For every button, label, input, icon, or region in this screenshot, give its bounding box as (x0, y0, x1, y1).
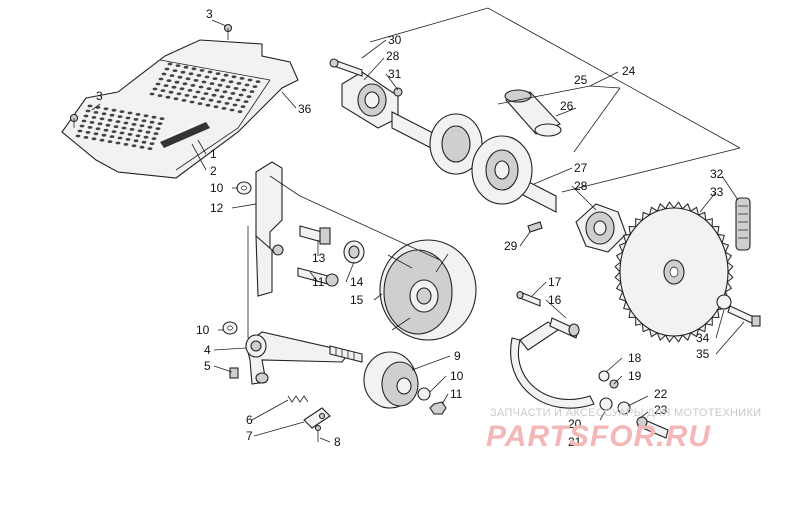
callout-20: 20 (568, 417, 582, 431)
callout-28b: 28 (574, 179, 588, 193)
callout-9: 9 (454, 349, 461, 363)
callout-22: 22 (654, 387, 668, 401)
screw (69, 23, 233, 128)
callout-7: 7 (246, 429, 253, 443)
callout-2: 2 (210, 164, 217, 178)
callout-8: 8 (334, 435, 341, 449)
callout-4: 4 (204, 343, 211, 357)
callout-18: 18 (628, 351, 642, 365)
sprocket (614, 201, 734, 343)
callout-10a: 10 (210, 181, 224, 195)
callout-24: 24 (622, 64, 636, 78)
brake-drum (379, 239, 477, 341)
callout-27: 27 (574, 161, 588, 175)
guard-plate (61, 39, 299, 179)
bearing-flange-right (575, 203, 627, 253)
spring (287, 395, 309, 403)
callout-10b: 10 (196, 323, 210, 337)
callout-17: 17 (548, 275, 562, 289)
callout-29: 29 (504, 239, 518, 253)
washer (417, 387, 431, 401)
callout-13: 13 (312, 251, 326, 265)
pin (314, 424, 322, 442)
callout-11b: 11 (450, 387, 463, 401)
callout-34: 34 (696, 331, 710, 345)
washer (598, 370, 631, 415)
callout-1: 1 (210, 147, 217, 161)
callout-30: 30 (388, 33, 402, 47)
latch-plate (303, 407, 331, 429)
callout-15: 15 (350, 293, 364, 307)
brake-band (510, 317, 595, 409)
screw (229, 367, 239, 379)
callout-36: 36 (298, 102, 312, 116)
callout-31: 31 (388, 67, 402, 81)
sleeve (504, 89, 562, 137)
callout-10c: 10 (450, 369, 464, 383)
washer (716, 294, 732, 310)
bolt (636, 416, 669, 439)
callout-5: 5 (204, 359, 211, 373)
callout-33: 33 (710, 185, 724, 199)
key (527, 221, 543, 233)
pin (516, 290, 541, 307)
bearing-flange-left (341, 71, 399, 129)
watermark-caption: ЗАПЧАСТИ И АКСЕССУАРЫ ДЛЯ МОТОТЕХНИКИ (490, 407, 761, 419)
callout-19: 19 (628, 369, 642, 383)
callout-23: 23 (654, 403, 668, 417)
nut (393, 87, 403, 97)
callout-labels: 3 3 36 1 2 10 12 13 11 14 15 10 4 5 6 7 … (96, 7, 724, 449)
idler-pulley (363, 351, 419, 409)
callout-25: 25 (574, 73, 588, 87)
bracket (247, 161, 301, 339)
shaft (391, 111, 557, 213)
spacer (343, 240, 365, 264)
bolt (727, 305, 761, 327)
callout-14: 14 (350, 275, 364, 289)
callout-35: 35 (696, 347, 710, 361)
callout-28a: 28 (386, 49, 400, 63)
washer (222, 321, 238, 335)
idler-arm (245, 331, 351, 385)
watermark-logo: PARTSFOR.RU (486, 420, 711, 453)
callout-32: 32 (710, 167, 724, 181)
callout-16: 16 (548, 293, 562, 307)
washer (236, 181, 252, 195)
callout-6: 6 (246, 413, 253, 427)
callout-12: 12 (210, 201, 224, 215)
watermark: ЗАПЧАСТИ И АКСЕССУАРЫ ДЛЯ МОТОТЕХНИКИ PA… (486, 407, 761, 453)
callout-3a: 3 (96, 89, 103, 103)
nut (429, 401, 447, 415)
callout-21: 21 (568, 435, 582, 449)
bolt (329, 58, 363, 77)
leader-lines (91, 19, 745, 443)
callout-26: 26 (560, 99, 574, 113)
chain (735, 197, 751, 251)
threaded-stud (329, 345, 363, 363)
callout-3b: 3 (206, 7, 213, 21)
callout-11a: 11 (312, 275, 325, 289)
